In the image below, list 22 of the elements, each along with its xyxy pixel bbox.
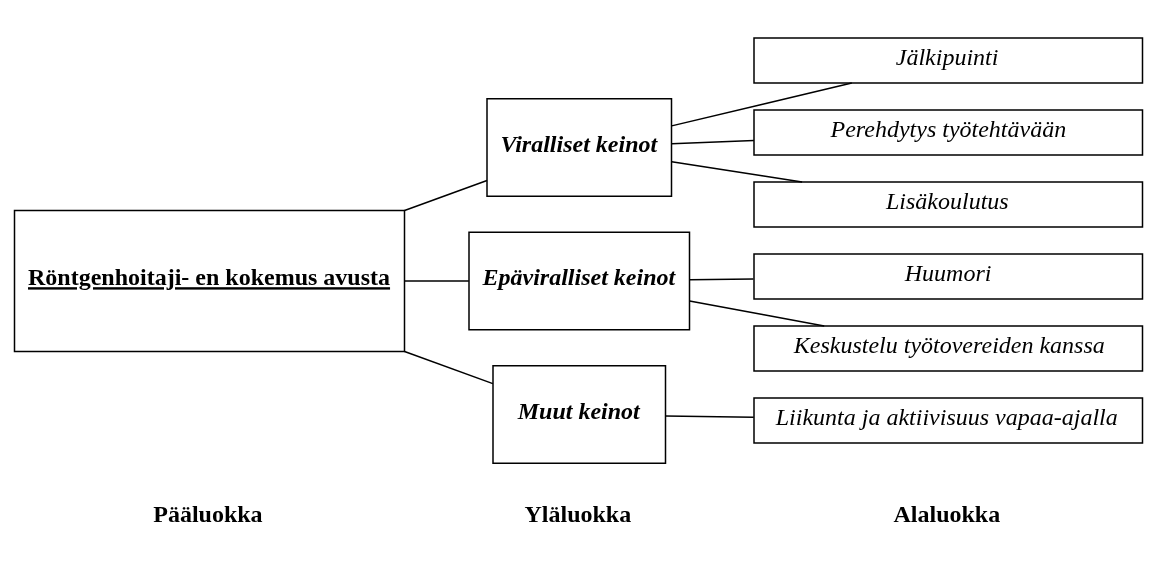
node-box: Keskustelu työtovereiden kanssa <box>753 325 1144 372</box>
connector <box>664 415 755 419</box>
node-box: Epäviralliset keinot <box>468 231 691 331</box>
node-box: Jälkipuinti <box>753 37 1144 84</box>
connector <box>403 179 488 212</box>
node-box: Lisäkoulutus <box>753 181 1144 228</box>
connector <box>688 278 755 281</box>
node-box: Viralliset keinot <box>486 98 673 197</box>
connector <box>670 139 755 145</box>
connector <box>670 160 803 183</box>
connector <box>403 350 494 385</box>
node-box: Muut keinot <box>492 365 667 464</box>
label: Pääluokka <box>153 501 263 528</box>
label: Alaluokka <box>893 501 1001 528</box>
label: Yläluokka <box>524 501 632 528</box>
node-box: Perehdytys työtehtävään <box>753 109 1144 156</box>
connector <box>670 82 853 127</box>
node-box: Röntgenhoitaji- en kokemus avusta <box>13 209 406 353</box>
node-box: Huumori <box>753 253 1144 300</box>
connector <box>403 280 470 282</box>
connector <box>688 300 825 327</box>
node-box: Liikunta ja aktiivisuus vapaa-ajalla <box>753 397 1144 444</box>
